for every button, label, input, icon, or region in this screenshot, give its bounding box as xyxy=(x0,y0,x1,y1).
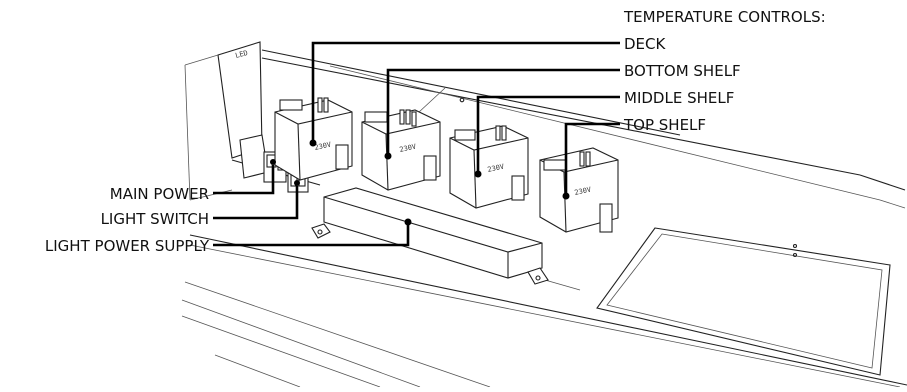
callout-leaders xyxy=(213,41,620,247)
leader-bottom-shelf xyxy=(386,68,620,153)
middle-shelf-voltage-marking: 230V xyxy=(487,162,506,173)
leader-middle-shelf xyxy=(476,95,620,171)
label-main-power: MAIN POWER xyxy=(110,185,209,203)
label-bottom-shelf: BOTTOM SHELF xyxy=(624,62,741,80)
leader-top-shelf xyxy=(564,122,620,193)
leader-light-switch xyxy=(213,186,299,220)
controller-bottom-shelf: 230V xyxy=(361,109,441,191)
corner-marking: LED xyxy=(234,49,248,60)
deck-voltage-marking: 230V xyxy=(314,140,333,151)
leader-main-power xyxy=(213,165,275,195)
label-light-power-supply: LIGHT POWER SUPPLY xyxy=(45,237,210,255)
leader-light-power-supply xyxy=(213,225,410,247)
label-light-switch: LIGHT SWITCH xyxy=(101,210,209,228)
top-shelf-voltage-marking: 230V xyxy=(574,185,593,196)
right-panel xyxy=(596,227,891,376)
label-deck: DECK xyxy=(624,35,667,53)
temperature-controls-heading: TEMPERATURE CONTROLS: xyxy=(623,8,826,26)
label-middle-shelf: MIDDLE SHELF xyxy=(624,89,734,107)
label-top-shelf: TOP SHELF xyxy=(623,116,706,134)
bottom-shelf-voltage-marking: 230V xyxy=(399,142,418,153)
controller-top-shelf: 230V xyxy=(539,147,619,233)
leader-deck xyxy=(311,41,620,140)
controller-middle-shelf: 230V xyxy=(449,125,529,209)
light-power-supply-box xyxy=(311,187,549,285)
